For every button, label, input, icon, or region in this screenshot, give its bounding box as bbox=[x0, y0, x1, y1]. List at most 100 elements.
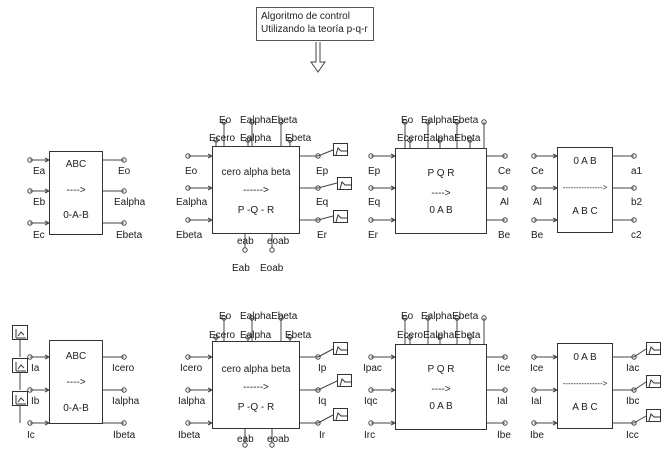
port-label: Ep bbox=[316, 166, 329, 177]
port-node[interactable] bbox=[242, 442, 248, 448]
scope-icon bbox=[648, 379, 660, 388]
abc-to-0ab-current-block[interactable]: ABC ----> 0-A-B bbox=[49, 340, 103, 424]
scope-ip[interactable] bbox=[333, 342, 348, 355]
top-port-label: EalphaEbeta bbox=[240, 115, 298, 126]
block-top-label: 0 A B bbox=[573, 156, 597, 167]
top-port-label: Eo bbox=[219, 311, 232, 322]
current-sensor-b[interactable] bbox=[12, 358, 28, 373]
port-label: Be bbox=[498, 230, 511, 241]
bottom-port-label: eab bbox=[237, 236, 254, 247]
scope-wire bbox=[317, 348, 334, 358]
down-arrow-icon bbox=[310, 42, 326, 73]
block-top-label: 0 A B bbox=[573, 352, 597, 363]
top-port-label: Ealpha bbox=[240, 330, 272, 341]
scope-wire bbox=[633, 348, 647, 358]
block-bottom-label: 0-A-B bbox=[63, 210, 89, 221]
port-label: Ic bbox=[27, 430, 35, 441]
port-label: Ce bbox=[498, 166, 511, 177]
scope-wire bbox=[317, 149, 334, 157]
scope-ir[interactable] bbox=[333, 408, 348, 421]
port-label: Ibe bbox=[497, 430, 511, 441]
port-label: Eo bbox=[118, 166, 131, 177]
bottom-port-label: eoab bbox=[267, 434, 290, 445]
cero-alpha-beta-to-pqr-voltage-block[interactable]: cero alpha beta ------> P -Q - R bbox=[212, 146, 300, 234]
top-port-label: Ebeta bbox=[285, 133, 312, 144]
block-arrow-label: ------> bbox=[243, 185, 269, 196]
current-sensor-a[interactable] bbox=[12, 325, 28, 340]
abc-to-0ab-voltage-block[interactable]: ABC ----> 0-A-B bbox=[49, 151, 103, 235]
scope-wire bbox=[633, 381, 647, 391]
block-arrow-label: ----> bbox=[431, 188, 451, 199]
port-label: Ebeta bbox=[116, 230, 143, 241]
block-top-label: ABC bbox=[65, 159, 87, 170]
port-node[interactable] bbox=[242, 247, 248, 253]
top-port-label: Ebeta bbox=[285, 330, 312, 341]
port-label: Al bbox=[533, 197, 542, 208]
bottom-port-label: eab bbox=[237, 434, 254, 445]
block-top-label: cero alpha beta bbox=[221, 364, 291, 375]
block-bottom-label: 0 A B bbox=[429, 401, 453, 412]
port-label: Ep bbox=[368, 166, 381, 177]
scope-wire bbox=[633, 415, 647, 424]
algorithm-title-box: Algoritmo de control Utilizando la teorí… bbox=[256, 7, 374, 41]
scope-ibc[interactable] bbox=[646, 375, 661, 388]
pqr-to-0ab-current-block[interactable]: P Q R ----> 0 A B bbox=[395, 344, 487, 430]
scope-icon bbox=[339, 181, 351, 190]
scope-icc[interactable] bbox=[646, 409, 661, 422]
port-label: Icc bbox=[626, 430, 639, 441]
block-top-label: P Q R bbox=[427, 364, 455, 375]
port-label: Ealpha bbox=[176, 197, 208, 208]
port-label: Ia bbox=[31, 363, 40, 374]
title-line-2: Utilizando la teoría p-q-r bbox=[261, 24, 368, 35]
top-port-label: Eo bbox=[401, 311, 414, 322]
port-label: c2 bbox=[631, 230, 642, 241]
port-label: Ealpha bbox=[114, 197, 146, 208]
block-arrow-label: ------> bbox=[243, 382, 269, 393]
pqr-to-0ab-voltage-block[interactable]: P Q R ----> 0 A B bbox=[395, 148, 487, 234]
port-label: Iac bbox=[626, 363, 640, 374]
block-top-label: cero alpha beta bbox=[221, 167, 291, 178]
top-port-label: Ecero bbox=[209, 133, 236, 144]
current-sensor-c[interactable] bbox=[12, 391, 28, 406]
block-bottom-label: P -Q - R bbox=[237, 205, 275, 216]
port-label: Iq bbox=[318, 396, 327, 407]
block-bottom-label: 0 A B bbox=[429, 205, 453, 216]
scope-ep[interactable] bbox=[333, 143, 348, 156]
port-label: Ip bbox=[318, 363, 327, 374]
port-label: Ibeta bbox=[178, 430, 201, 441]
port-label: Ice bbox=[497, 363, 511, 374]
port-node[interactable] bbox=[269, 247, 275, 253]
port-label: Ibc bbox=[626, 396, 640, 407]
block-top-label: P Q R bbox=[427, 168, 455, 179]
0ab-to-abc-voltage-block[interactable]: 0 A B ---------------> A B C bbox=[557, 147, 613, 233]
scope-icon bbox=[648, 413, 660, 422]
bottom-port-label: Eab bbox=[232, 263, 250, 274]
scope-wire bbox=[317, 414, 334, 424]
block-arrow-label: ----> bbox=[66, 377, 86, 388]
scope-icon bbox=[335, 147, 347, 156]
port-label: Er bbox=[368, 230, 378, 241]
0ab-to-abc-current-block[interactable]: 0 A B ---------------> A B C bbox=[557, 343, 613, 429]
port-label: Eq bbox=[316, 197, 329, 208]
port-label: Ib bbox=[31, 396, 40, 407]
port-label: Ec bbox=[33, 230, 45, 241]
scope-wire bbox=[317, 380, 338, 391]
scope-eq[interactable] bbox=[337, 177, 352, 190]
top-port-label: EalphaEbeta bbox=[421, 115, 479, 126]
port-label: Icero bbox=[180, 363, 203, 374]
port-label: Ipac bbox=[363, 363, 382, 374]
block-arrow-label: ---------------> bbox=[562, 379, 608, 388]
port-label: Ialpha bbox=[112, 396, 140, 407]
port-label: Be bbox=[531, 230, 544, 241]
scope-iac[interactable] bbox=[646, 342, 661, 355]
cero-alpha-beta-to-pqr-current-block[interactable]: cero alpha beta ------> P -Q - R bbox=[212, 341, 300, 429]
scope-icon bbox=[339, 378, 351, 387]
block-bottom-label: P -Q - R bbox=[237, 402, 275, 413]
port-node[interactable] bbox=[269, 442, 275, 448]
scope-er[interactable] bbox=[333, 210, 348, 223]
top-port-label: Ealpha bbox=[240, 133, 272, 144]
scope-iq[interactable] bbox=[337, 374, 352, 387]
scope-icon bbox=[335, 412, 347, 421]
sensor-icon bbox=[15, 362, 26, 372]
